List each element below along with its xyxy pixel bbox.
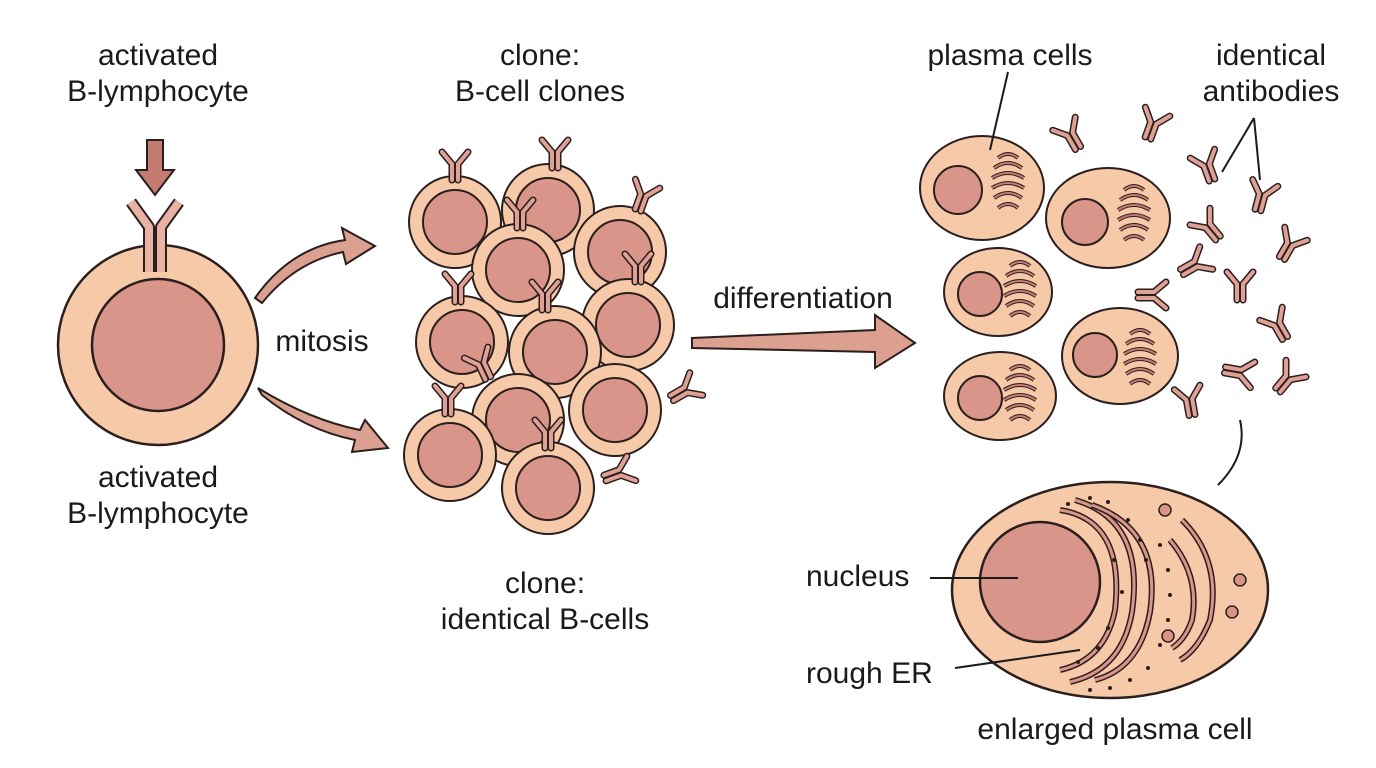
vesicle [1233, 573, 1247, 587]
antibody [1227, 272, 1253, 300]
antibody [1138, 282, 1166, 308]
antibody [1245, 180, 1277, 214]
label-identical-antibodies: identical antibodies [1202, 39, 1340, 108]
antigen-arrow [133, 139, 177, 197]
label-clone-identical-b-cells: clone: identical B-cells [440, 567, 650, 636]
antibody [1268, 360, 1306, 398]
enlarged-nucleus [978, 520, 1102, 644]
label-activated-b-lymphocyte-bottom: activated B-lymphocyte [67, 461, 249, 530]
rough-er-leader [954, 649, 1081, 669]
antibody [1136, 107, 1170, 142]
activated-b-lymphocyte [56, 139, 260, 447]
clone-cell [415, 295, 509, 389]
clone-cell [403, 408, 497, 502]
antibody [1190, 149, 1224, 184]
clone-cell [568, 363, 662, 457]
plasma-cells-leader [989, 71, 1009, 151]
antibody [1190, 208, 1228, 246]
b-lymphocyte-nucleus [90, 277, 226, 413]
vesicle [1161, 629, 1175, 643]
label-plasma-cells: plasma cells [927, 39, 1093, 72]
antibody [1053, 117, 1090, 154]
antibody [1223, 357, 1255, 387]
plasma-cell [943, 351, 1057, 441]
vesicle [1158, 503, 1172, 517]
mitosis-arrow-upper [253, 226, 377, 305]
plasma-cell [1061, 307, 1179, 405]
label-nucleus: nucleus [806, 560, 910, 593]
label-clone-b-cell-clones: clone: B-cell clones [454, 39, 626, 108]
antibody [1176, 247, 1213, 284]
vesicle [1225, 605, 1239, 619]
b-cell-clones-cluster [403, 140, 703, 535]
plasma-cell [1045, 167, 1171, 269]
label-enlarged-plasma-cell: enlarged plasma cell [977, 713, 1253, 746]
label-activated-b-lymphocyte-top: activated B-lymphocyte [67, 39, 249, 108]
rough-er [1059, 497, 1216, 685]
clone-surface-antibody [666, 373, 703, 410]
clone-surface-antibody [601, 456, 636, 490]
plasma-cells-group [919, 135, 1179, 441]
enlarged-plasma-cell [930, 480, 1270, 700]
label-mitosis: mitosis [275, 325, 369, 358]
antibody [1174, 385, 1204, 417]
antibodies-leader [1221, 117, 1261, 181]
plasma-cell [943, 247, 1053, 337]
antibody [1260, 307, 1297, 344]
clone-surface-antibody [442, 152, 468, 180]
differentiation-arrow [691, 313, 917, 370]
clone-cell [501, 441, 595, 535]
plasma-cell [919, 135, 1045, 241]
label-rough-er: rough ER [806, 657, 933, 690]
ribosomes [1066, 496, 1172, 692]
antibody [1271, 227, 1308, 264]
mitosis-arrow-lower [257, 387, 390, 454]
label-differentiation: differentiation [713, 282, 893, 315]
enlargement-connector [1217, 419, 1243, 486]
